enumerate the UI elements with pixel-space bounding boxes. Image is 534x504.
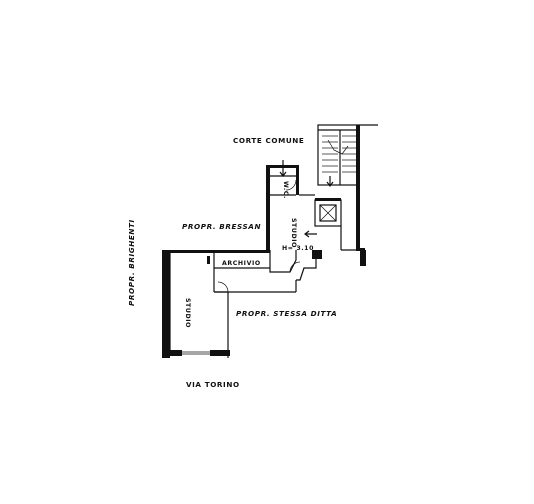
staircase [317,124,378,250]
label-propr-stessa-ditta: PROPR. STESSA DITTA [236,309,337,318]
exit-arrow-icon [304,230,317,238]
label-wc: W.C. [282,181,289,199]
entrance-arrows [217,160,317,293]
lift-shaft [314,198,342,227]
label-via-torino: VIA TORINO [186,380,240,389]
label-propr-brighenti: PROPR. BRIGHENTI [127,219,136,306]
label-height: H= 3.10 [282,245,314,252]
entrance-arrow-icon [279,160,287,177]
door-swing [285,179,297,191]
walls [162,165,366,358]
label-corte-comune: CORTE COMUNE [233,136,304,145]
label-propr-bressan: PROPR. BRESSAN [182,222,261,231]
door-swing [289,261,301,273]
label-archivio: ARCHIVIO [222,260,261,267]
label-studio-lower: STUDIO [184,298,191,328]
door-swing [217,281,229,293]
label-studio-upper: STUDIO [290,218,297,248]
stair-arrow-icon [326,176,334,187]
